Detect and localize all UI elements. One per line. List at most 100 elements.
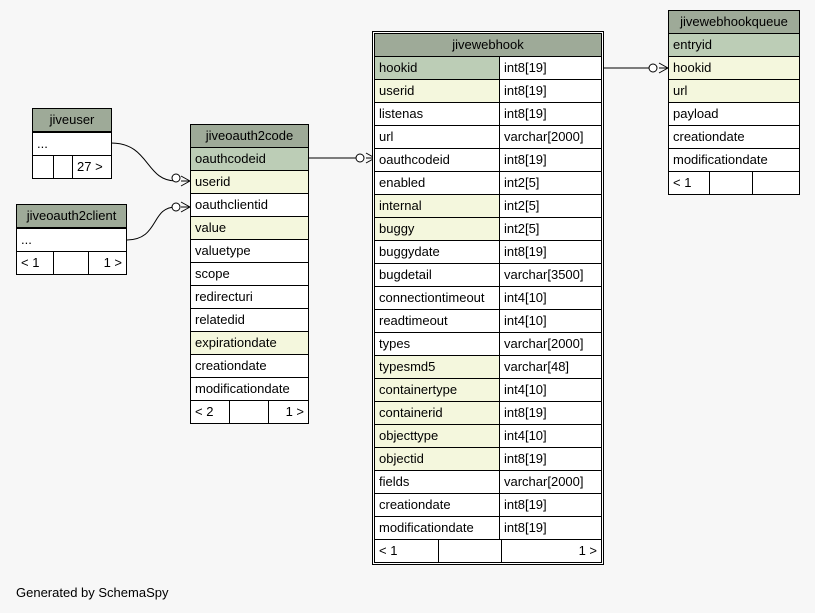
column-type: int2[5]	[499, 218, 601, 240]
column-name: containertype	[375, 379, 499, 401]
placeholder-row: ...	[21, 232, 32, 247]
column-name: hookid	[673, 60, 712, 75]
column-name: readtimeout	[375, 310, 499, 332]
column-name: typesmd5	[375, 356, 499, 378]
generated-by-footer: Generated by SchemaSpy	[16, 585, 169, 600]
column-name: payload	[673, 106, 719, 121]
table-jiveoauth2client[interactable]: jiveoauth2client ... < 1 1 >	[16, 204, 127, 275]
column-name: modificationdate	[375, 517, 499, 539]
column-type: int4[10]	[499, 287, 601, 309]
column-row: creationdate	[669, 125, 799, 148]
column-type: int8[19]	[499, 494, 601, 516]
link-crowsfoot	[180, 175, 191, 187]
column-name: types	[375, 333, 499, 355]
column-row: expirationdate	[191, 331, 308, 354]
column-name: enabled	[375, 172, 499, 194]
column-name: entryid	[673, 37, 713, 52]
column-name: buggydate	[375, 241, 499, 263]
column-name: value	[195, 220, 227, 235]
column-type: int8[19]	[499, 517, 601, 539]
column-row: modificationdate	[669, 148, 799, 171]
table-title: jivewebhook	[375, 34, 601, 57]
column-row: modificationdate	[191, 377, 308, 400]
column-row: value	[191, 216, 308, 239]
table-jiveoauth2code[interactable]: jiveoauth2code oauthcodeid userid oauthcli…	[190, 124, 309, 424]
column-name: internal	[375, 195, 499, 217]
column-name: fields	[375, 471, 499, 493]
column-row: payload	[669, 102, 799, 125]
column-name: objecttype	[375, 425, 499, 447]
column-name: oauthcodeid	[195, 151, 266, 166]
column-type: varchar[3500]	[499, 264, 601, 286]
table-jivewebhookqueue[interactable]: jivewebhookqueue entryid hookid url payload…	[668, 10, 800, 195]
table-footer: < 1	[669, 171, 799, 194]
column-name: listenas	[375, 103, 499, 125]
column-name: userid	[375, 80, 499, 102]
table-title: jiveuser	[33, 109, 111, 132]
column-name: connectiontimeout	[375, 287, 499, 309]
column-row: oauthcodeid	[191, 148, 308, 170]
link-jiveuser-code	[110, 142, 177, 182]
column-name: url	[673, 83, 688, 98]
table-footer: < 2 1 >	[191, 400, 308, 423]
column-type: int8[19]	[499, 402, 601, 424]
column-name: modificationdate	[673, 152, 768, 167]
column-name: creationdate	[673, 129, 745, 144]
column-row: hookid	[669, 56, 799, 79]
column-name: userid	[195, 174, 231, 189]
column-name: modificationdate	[195, 381, 290, 396]
column-row: oauthclientid	[191, 193, 308, 216]
column-type: int8[19]	[499, 80, 601, 102]
table-title: jivewebhookqueue	[669, 11, 799, 34]
table-title: jiveoauth2code	[191, 125, 308, 148]
column-type: int4[10]	[499, 425, 601, 447]
column-row: userid	[191, 170, 308, 193]
link-end-circle	[171, 173, 181, 183]
column-name: valuetype	[195, 243, 251, 258]
column-row: creationdate	[191, 354, 308, 377]
column-row: relatedid	[191, 308, 308, 331]
column-type: varchar[2000]	[499, 333, 601, 355]
table-jiveuser[interactable]: jiveuser ... 27 >	[32, 108, 112, 179]
column-name: scope	[195, 266, 230, 281]
column-type: int8[19]	[499, 448, 601, 470]
table-footer: < 1 1 >	[375, 539, 601, 562]
column-type: int8[19]	[499, 57, 601, 79]
column-type: int4[10]	[499, 379, 601, 401]
column-type: int8[19]	[499, 103, 601, 125]
column-row: entryid	[669, 34, 799, 56]
column-name: containerid	[375, 402, 499, 424]
column-name: creationdate	[375, 494, 499, 516]
column-name: relatedid	[195, 312, 245, 327]
column-type: int8[19]	[499, 149, 601, 171]
column-row: url	[669, 79, 799, 102]
column-name: expirationdate	[195, 335, 277, 350]
link-client-code	[125, 206, 177, 241]
column-name: creationdate	[195, 358, 267, 373]
column-type: varchar[48]	[499, 356, 601, 378]
column-name: bugdetail	[375, 264, 499, 286]
table-footer: 27 >	[33, 155, 111, 178]
column-type: int8[19]	[499, 241, 601, 263]
table-footer: < 1 1 >	[17, 251, 126, 274]
column-name: buggy	[375, 218, 499, 240]
